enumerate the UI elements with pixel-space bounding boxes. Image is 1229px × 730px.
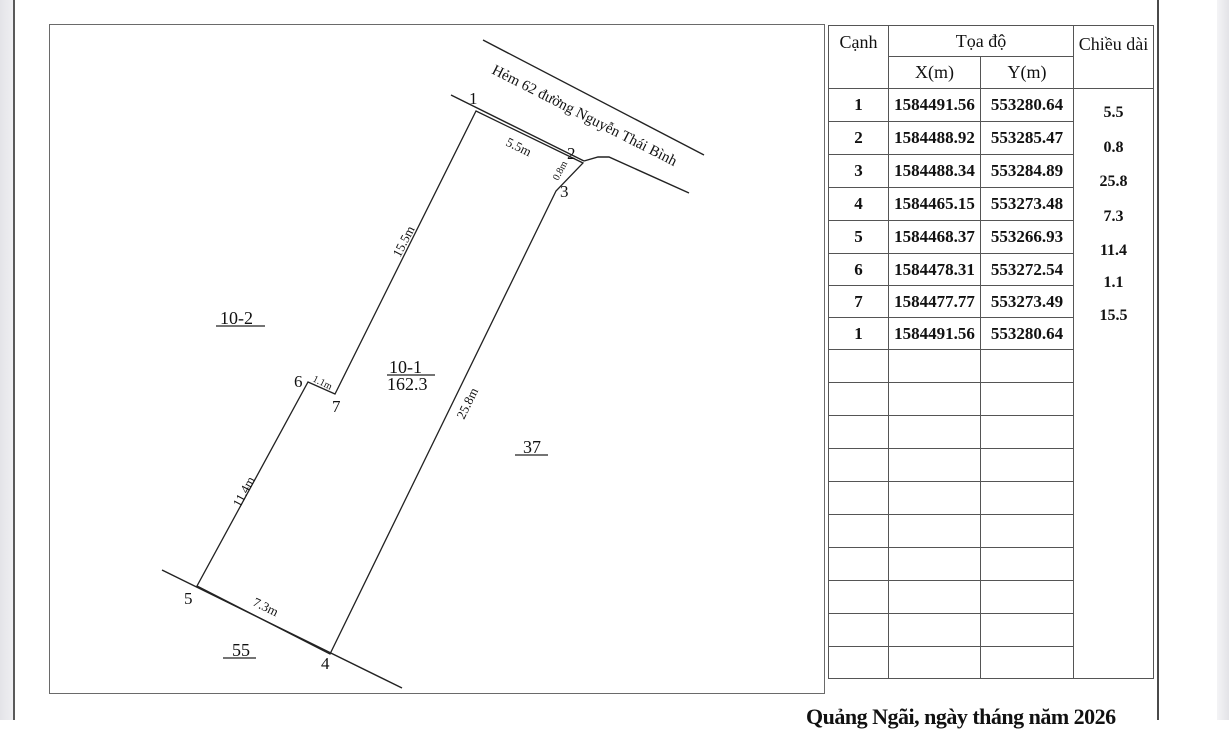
header-y: Y(m): [980, 56, 1074, 89]
point-label-4: 4: [321, 654, 330, 673]
table-row-empty: [828, 382, 1154, 416]
drawing-frame: [49, 24, 825, 694]
road-edge-bottom: [583, 156, 690, 194]
cell-y: 553273.48: [980, 187, 1074, 221]
cell-x: 1584477.77: [888, 285, 981, 318]
table-row-empty: [828, 349, 1154, 383]
length-4-5: 7.3: [1103, 208, 1124, 225]
header-toa-do: Tọa độ: [888, 25, 1074, 57]
parcel-area: 162.3: [387, 374, 428, 394]
cell-canh: 3: [828, 154, 889, 188]
lengths-column: 5.5 0.8 25.8 7.3 11.4 1.1 15.5: [1073, 88, 1154, 679]
neighbor-parcel-bottom: 55: [232, 640, 250, 660]
table-row: 1 1584491.56 553280.64 5.5 0.8 25.8 7.3 …: [828, 88, 1154, 679]
table-row-empty: [828, 514, 1154, 548]
point-label-1: 1: [469, 89, 478, 108]
edge-label-7-1: 15.5m: [389, 223, 417, 259]
header-chieu-dai: Chiều dài: [1073, 25, 1154, 89]
page-border-right: [1157, 0, 1159, 720]
edge-label-1-2: 5.5m: [504, 134, 534, 159]
length-3-4: 25.8: [1099, 173, 1128, 190]
edge-label-3-4: 25.8m: [453, 385, 481, 421]
table-row-empty: [828, 415, 1154, 449]
cell-x: 1584468.37: [888, 220, 981, 254]
coordinate-table: Cạnh Tọa độ Chiều dài X(m) Y(m) 1 158449…: [828, 25, 1154, 679]
scrollbar-track[interactable]: [1217, 0, 1229, 720]
point-label-7: 7: [332, 397, 341, 416]
table-row-empty: [828, 580, 1154, 614]
header-canh: Cạnh: [828, 25, 889, 89]
parcel-outline: [196, 110, 585, 655]
table-row: 6 1584478.31 553272.54: [828, 253, 1154, 286]
table-row-empty: [828, 613, 1154, 647]
cell-x: 1584465.15: [888, 187, 981, 221]
table-row: 2 1584488.92 553285.47: [828, 121, 1154, 155]
cell-canh: 1: [828, 88, 889, 122]
point-label-5: 5: [184, 589, 193, 608]
cell-x: 1584491.56: [888, 317, 981, 350]
table-row: 7 1584477.77 553273.49: [828, 285, 1154, 318]
cell-x: 1584491.56: [888, 88, 981, 122]
cell-canh: 4: [828, 187, 889, 221]
cell-y: 553273.49: [980, 285, 1074, 318]
length-5-6: 11.4: [1099, 242, 1128, 259]
edge-label-5-6: 11.4m: [229, 474, 257, 510]
cell-y: 553285.47: [980, 121, 1074, 155]
cell-y: 553284.89: [980, 154, 1074, 188]
window-left-edge: [0, 0, 15, 720]
point-label-3: 3: [560, 182, 569, 201]
cell-canh: 2: [828, 121, 889, 155]
cell-x: 1584488.34: [888, 154, 981, 188]
cell-canh: 7: [828, 285, 889, 318]
table-row: 4 1584465.15 553273.48: [828, 187, 1154, 221]
cell-y: 553280.64: [980, 88, 1074, 122]
cell-y: 553266.93: [980, 220, 1074, 254]
table-row: 5 1584468.37 553266.93: [828, 220, 1154, 254]
road-edge-top: [482, 39, 705, 156]
point-label-6: 6: [294, 372, 303, 391]
date-line: Quảng Ngãi, ngày tháng năm 2026: [806, 704, 1116, 729]
table-row: 1 1584491.56 553280.64: [828, 317, 1154, 350]
cell-canh: 1: [828, 317, 889, 350]
neighbor-parcel-left: 10-2: [220, 308, 253, 328]
cell-x: 1584478.31: [888, 253, 981, 286]
neighbor-parcel-right: 37: [523, 437, 541, 457]
point-label-2: 2: [567, 144, 576, 163]
cell-y: 553280.64: [980, 317, 1074, 350]
length-6-7: 1.1: [1103, 274, 1124, 291]
cell-y: 553272.54: [980, 253, 1074, 286]
edge-label-6-7: 1.1m: [311, 374, 334, 393]
cell-canh: 5: [828, 220, 889, 254]
length-7-1: 15.5: [1099, 307, 1128, 324]
header-x: X(m): [888, 56, 981, 89]
table-row-empty: [828, 547, 1154, 581]
length-1-2: 5.5: [1103, 104, 1124, 121]
length-2-3: 0.8: [1103, 139, 1124, 156]
cell-x: 1584488.92: [888, 121, 981, 155]
parcel-number: 10-1: [389, 357, 422, 377]
table-row-empty: [828, 448, 1154, 482]
road-edge-left: [450, 94, 585, 162]
table-row-empty: [828, 646, 1154, 679]
cell-canh: 6: [828, 253, 889, 286]
